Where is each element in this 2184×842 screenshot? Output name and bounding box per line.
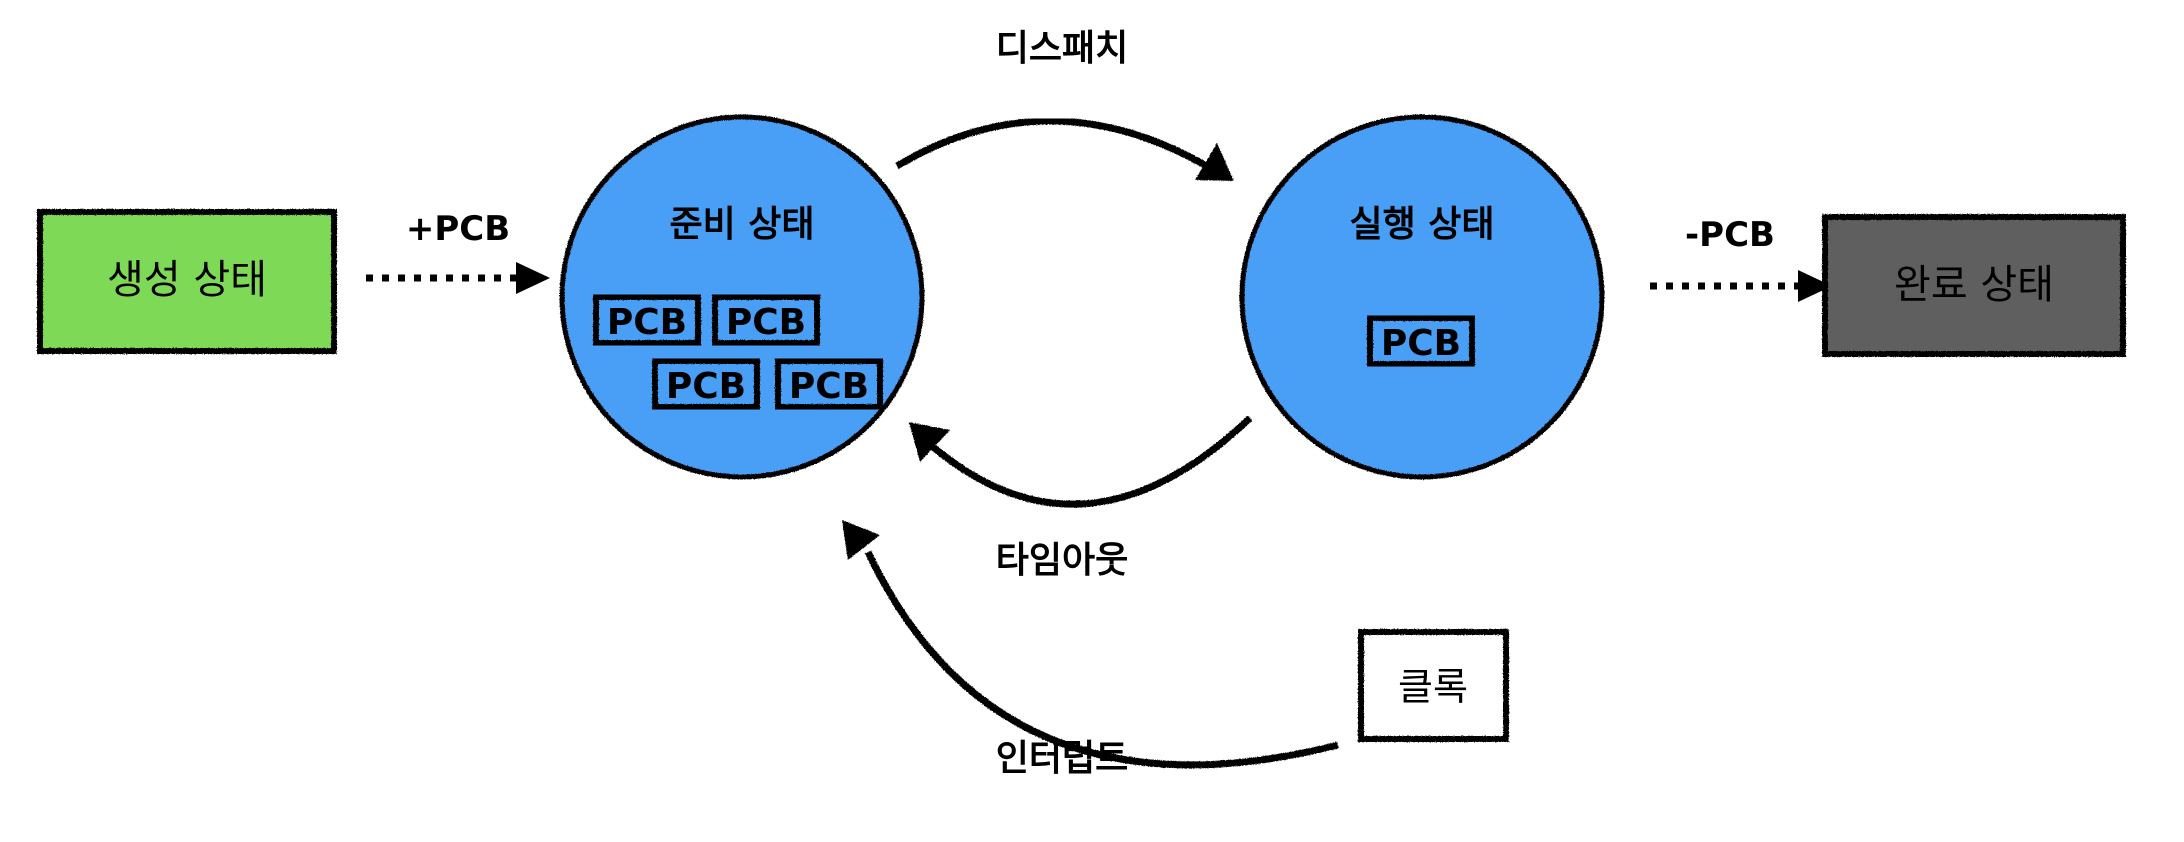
- timeout-arrow-line: [929, 415, 1253, 508]
- pcb-box: [775, 358, 883, 410]
- admit-arrow-label: +PCB: [406, 209, 510, 249]
- exit-arrow-label: -PCB: [1685, 215, 1775, 255]
- ready-pcb-3: PCB: [652, 358, 760, 410]
- created-state-label: 생성 상태: [107, 257, 267, 303]
- interrupt-arrow: 인터럽트: [842, 520, 1339, 779]
- pcb-label: PCB: [726, 302, 806, 343]
- exit-arrow: -PCB: [1650, 215, 1832, 302]
- timeout-arrow-label: 타임아웃: [996, 540, 1128, 581]
- pcb-box: [712, 294, 820, 346]
- admit-arrow: +PCB: [366, 209, 550, 294]
- interrupt-arrowhead-icon: [842, 520, 880, 560]
- timeout-arrowhead-icon: [909, 422, 950, 462]
- interrupt-arrow-label: 인터럽트: [996, 738, 1128, 779]
- terminated-state-label: 완료 상태: [1894, 262, 2054, 308]
- pcb-box: [652, 358, 760, 410]
- ready-pcb-1: PCB: [593, 294, 701, 346]
- ready-pcb-4: PCB: [775, 358, 883, 410]
- terminated-state-box: [1822, 214, 2126, 357]
- clock-label: 클록: [1398, 665, 1468, 709]
- clock-node: 클록: [1358, 629, 1509, 742]
- pcb-label: PCB: [789, 366, 869, 407]
- ready-state-node: 준비 상태 PCB PCB PCB PCB: [559, 114, 925, 480]
- ready-pcb-2: PCB: [712, 294, 820, 346]
- pcb-label: PCB: [1381, 323, 1461, 364]
- terminated-state-node: 완료 상태: [1822, 214, 2126, 357]
- dispatch-arrowhead-icon: [1195, 143, 1234, 181]
- created-state-box: [37, 209, 337, 354]
- dispatch-arrow: 디스패치: [895, 28, 1234, 181]
- pcb-box: [593, 294, 701, 346]
- pcb-label: PCB: [666, 366, 746, 407]
- interrupt-arrow-line: [864, 550, 1339, 769]
- running-state-node: 실행 상태 PCB: [1239, 114, 1605, 480]
- admit-arrowhead-icon: [516, 262, 550, 294]
- running-pcb-1: PCB: [1367, 315, 1475, 367]
- pcb-box: [1367, 315, 1475, 367]
- clock-box: [1358, 629, 1509, 742]
- dispatch-arrow-line: [895, 117, 1212, 172]
- timeout-arrow: 타임아웃: [909, 415, 1253, 581]
- running-state-circle: [1239, 114, 1605, 480]
- exit-arrowhead-icon: [1798, 270, 1832, 302]
- pcb-label: PCB: [607, 302, 687, 343]
- running-state-label: 실행 상태: [1349, 204, 1494, 245]
- dispatch-arrow-label: 디스패치: [996, 28, 1128, 69]
- created-state-node: 생성 상태: [37, 209, 337, 354]
- ready-state-label: 준비 상태: [669, 204, 814, 245]
